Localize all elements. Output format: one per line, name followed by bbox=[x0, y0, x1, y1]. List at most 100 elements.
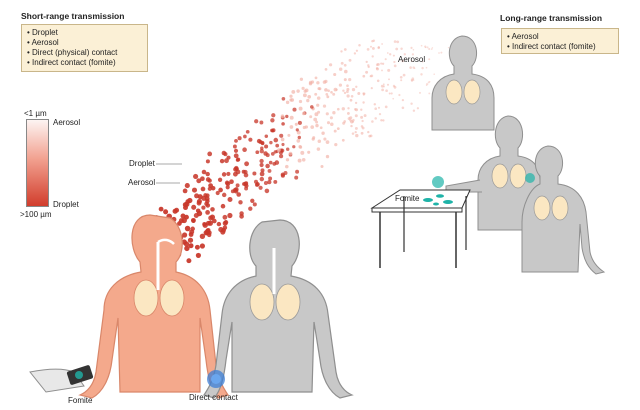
particle bbox=[182, 188, 188, 194]
particle bbox=[184, 225, 191, 232]
particle bbox=[194, 244, 200, 250]
particle bbox=[201, 205, 206, 210]
particle bbox=[158, 206, 164, 212]
particle bbox=[373, 103, 377, 106]
particle bbox=[225, 185, 230, 190]
particle bbox=[353, 52, 357, 55]
particle bbox=[412, 109, 416, 112]
particle bbox=[299, 77, 304, 81]
particle bbox=[333, 72, 337, 77]
particle bbox=[248, 206, 253, 211]
particle bbox=[297, 135, 302, 140]
particle bbox=[410, 60, 413, 63]
particle bbox=[197, 194, 203, 200]
particle bbox=[342, 89, 345, 92]
particle bbox=[354, 126, 358, 130]
particle bbox=[301, 86, 305, 90]
particle bbox=[243, 172, 249, 178]
particle bbox=[218, 227, 224, 233]
particle bbox=[315, 123, 319, 128]
particle bbox=[349, 118, 352, 122]
particle bbox=[279, 154, 284, 159]
particle bbox=[322, 104, 327, 108]
particle bbox=[366, 48, 370, 51]
particle bbox=[400, 79, 403, 82]
table bbox=[370, 189, 471, 268]
particle bbox=[392, 97, 395, 100]
particle bbox=[382, 83, 385, 86]
particle bbox=[265, 163, 270, 169]
particle bbox=[363, 114, 367, 118]
particle bbox=[324, 68, 328, 71]
particle bbox=[352, 118, 355, 122]
particle bbox=[195, 208, 201, 214]
particle bbox=[207, 186, 212, 191]
aerosol-far-label: Aerosol bbox=[398, 55, 426, 64]
particle bbox=[252, 202, 257, 207]
particle bbox=[234, 139, 238, 143]
particle bbox=[205, 227, 211, 233]
particle bbox=[196, 200, 202, 206]
particle bbox=[341, 107, 345, 111]
particle bbox=[336, 127, 340, 130]
particle bbox=[336, 107, 340, 111]
particle bbox=[381, 43, 383, 45]
particle bbox=[355, 49, 359, 52]
particle bbox=[326, 95, 330, 99]
particle bbox=[263, 151, 268, 156]
particle bbox=[184, 245, 190, 252]
short-range-item: • Direct (physical) contact bbox=[27, 48, 118, 57]
particle bbox=[361, 119, 364, 123]
particle bbox=[209, 214, 216, 220]
particle bbox=[299, 145, 303, 149]
particle bbox=[355, 85, 358, 88]
particle bbox=[239, 211, 244, 216]
particle bbox=[367, 65, 370, 69]
particle bbox=[378, 112, 382, 116]
particle bbox=[280, 114, 285, 118]
scale-top-label: <1 µm bbox=[24, 109, 47, 118]
particle bbox=[389, 53, 392, 56]
particle bbox=[281, 122, 285, 126]
infected-person bbox=[78, 214, 229, 399]
particle bbox=[222, 214, 228, 220]
particle bbox=[425, 83, 429, 86]
particle bbox=[280, 173, 285, 178]
particle bbox=[420, 73, 423, 76]
particle bbox=[199, 243, 205, 249]
particle bbox=[264, 188, 270, 194]
particle bbox=[393, 60, 396, 64]
particle bbox=[365, 60, 368, 64]
particle bbox=[420, 44, 423, 47]
particle bbox=[188, 243, 194, 249]
particle bbox=[191, 204, 197, 210]
particle bbox=[319, 126, 323, 130]
particle bbox=[371, 55, 374, 58]
particle bbox=[333, 129, 337, 133]
particle bbox=[258, 185, 263, 190]
particle bbox=[221, 172, 227, 177]
particle bbox=[225, 181, 231, 187]
particle bbox=[285, 158, 290, 162]
particle bbox=[314, 112, 319, 117]
particle bbox=[235, 158, 240, 162]
long-range-list: • Aerosol • Indirect contact (fomite) bbox=[501, 28, 619, 54]
particle bbox=[329, 116, 333, 120]
particle bbox=[357, 92, 361, 95]
particle bbox=[360, 131, 364, 135]
particle bbox=[273, 137, 279, 143]
particle bbox=[382, 119, 385, 122]
particle bbox=[358, 44, 361, 47]
particle bbox=[294, 122, 298, 126]
particle bbox=[410, 102, 413, 105]
particle bbox=[369, 134, 373, 138]
particle bbox=[332, 92, 336, 96]
particle bbox=[388, 78, 390, 81]
particle bbox=[316, 96, 321, 100]
particle bbox=[302, 125, 306, 130]
particle bbox=[343, 91, 347, 95]
particle bbox=[235, 183, 240, 188]
particle bbox=[298, 106, 303, 111]
particle bbox=[377, 106, 381, 109]
healthy-person-front bbox=[203, 219, 354, 399]
